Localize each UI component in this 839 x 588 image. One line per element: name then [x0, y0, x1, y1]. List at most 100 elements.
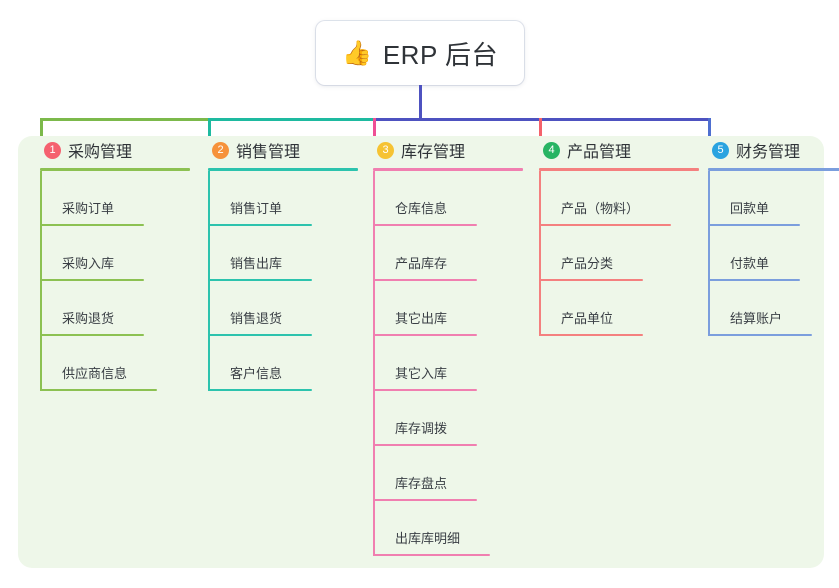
module-badge-4: 4	[543, 141, 560, 159]
submodule-label: 销售退货	[230, 311, 283, 326]
module-badge-2: 2	[212, 141, 229, 159]
modules-panel: 1 采购管理采购订单采购入库采购退货供应商信息 2 销售管理销售订单销售出库销售退货客…	[18, 136, 839, 568]
submodule-list-2: 销售订单销售出库销售退货客户信息	[208, 171, 358, 391]
submodule-item[interactable]: 产品分类	[539, 226, 699, 281]
module-header-1[interactable]: 1 采购管理	[40, 136, 190, 164]
module-column-4: 4 产品管理产品（物料） 产品分类产品单位	[539, 136, 699, 336]
submodule-rule	[539, 279, 643, 281]
submodule-item[interactable]: 产品库存	[373, 226, 523, 281]
submodule-rule	[373, 499, 477, 501]
submodule-label: 仓库信息	[395, 201, 448, 216]
submodule-rule	[373, 334, 477, 336]
submodule-rule	[208, 224, 312, 226]
submodule-rule	[208, 334, 312, 336]
submodule-label: 库存调拨	[395, 421, 448, 436]
root-node-content: 👍 ERP 后台	[342, 35, 498, 72]
connector-root-drop	[419, 85, 422, 121]
submodule-item[interactable]: 出库库明细	[373, 501, 523, 556]
submodule-item[interactable]: 产品单位	[539, 281, 699, 336]
connector-bar-right	[373, 118, 711, 121]
submodule-label: 产品（物料）	[561, 201, 640, 216]
submodule-list-3: 仓库信息产品库存其它出库其它入库库存调拨库存盘点出库库明细	[373, 171, 523, 556]
submodule-item[interactable]: 销售退货	[208, 281, 358, 336]
submodule-item[interactable]: 库存盘点	[373, 446, 523, 501]
submodule-spine-3	[373, 171, 375, 556]
submodule-item[interactable]: 库存调拨	[373, 391, 523, 446]
submodule-label: 出库库明细	[395, 531, 461, 546]
submodule-item[interactable]: 采购入库	[40, 226, 190, 281]
submodule-item[interactable]: 其它入库	[373, 336, 523, 391]
submodule-item[interactable]: 采购订单	[40, 171, 190, 226]
module-title-5: 财务管理	[736, 144, 801, 161]
module-title-1: 采购管理	[68, 144, 133, 161]
submodule-label: 回款单	[730, 201, 770, 216]
submodule-rule	[373, 279, 477, 281]
connector-bar-left	[40, 118, 211, 121]
thumbs-up-icon: 👍	[341, 40, 372, 67]
module-header-rule-5	[708, 168, 839, 171]
root-node-title: ERP 后台	[382, 39, 499, 70]
module-header-rule-1	[40, 168, 190, 171]
submodule-label: 采购退货	[62, 311, 115, 326]
submodule-rule	[373, 444, 477, 446]
submodule-label: 产品分类	[561, 256, 614, 271]
submodule-rule	[373, 554, 490, 556]
submodule-rule	[40, 334, 144, 336]
submodule-label: 采购入库	[62, 256, 115, 271]
submodule-rule	[539, 224, 671, 226]
submodule-item[interactable]: 其它出库	[373, 281, 523, 336]
submodule-rule	[708, 224, 800, 226]
submodule-item[interactable]: 结算账户	[708, 281, 839, 336]
submodule-item[interactable]: 销售出库	[208, 226, 358, 281]
submodule-rule	[208, 389, 312, 391]
submodule-label: 供应商信息	[62, 366, 128, 381]
submodule-item[interactable]: 供应商信息	[40, 336, 190, 391]
submodule-rule	[373, 224, 477, 226]
module-header-4[interactable]: 4 产品管理	[539, 136, 699, 164]
submodule-item[interactable]: 客户信息	[208, 336, 358, 391]
submodule-label: 产品单位	[561, 311, 614, 326]
module-column-2: 2 销售管理销售订单销售出库销售退货客户信息	[208, 136, 358, 391]
module-title-2: 销售管理	[236, 144, 301, 161]
submodule-rule	[539, 334, 643, 336]
submodule-list-1: 采购订单采购入库采购退货供应商信息	[40, 171, 190, 391]
submodule-label: 销售订单	[230, 201, 283, 216]
submodule-label: 其它入库	[395, 366, 448, 381]
submodule-spine-1	[40, 171, 42, 391]
module-header-rule-4	[539, 168, 699, 171]
submodule-rule	[40, 224, 144, 226]
submodule-label: 其它出库	[395, 311, 448, 326]
submodule-spine-5	[708, 171, 710, 336]
module-column-1: 1 采购管理采购订单采购入库采购退货供应商信息	[40, 136, 190, 391]
submodule-item[interactable]: 付款单	[708, 226, 839, 281]
submodule-label: 库存盘点	[395, 476, 448, 491]
submodule-rule	[708, 334, 812, 336]
submodule-label: 产品库存	[395, 256, 448, 271]
module-header-rule-3	[373, 168, 523, 171]
submodule-rule	[40, 389, 157, 391]
submodule-item[interactable]: 销售订单	[208, 171, 358, 226]
module-header-rule-2	[208, 168, 358, 171]
module-column-3: 3 库存管理仓库信息产品库存其它出库其它入库库存调拨库存盘点出库库明细	[373, 136, 523, 556]
submodule-label: 结算账户	[730, 311, 783, 326]
module-badge-1: 1	[44, 141, 61, 159]
submodule-label: 客户信息	[230, 366, 283, 381]
submodule-label: 销售出库	[230, 256, 283, 271]
submodule-item[interactable]: 产品（物料）	[539, 171, 699, 226]
connector-bar-mid	[208, 118, 376, 121]
module-badge-3: 3	[377, 141, 394, 159]
submodule-rule	[40, 279, 144, 281]
submodule-spine-4	[539, 171, 541, 336]
module-header-2[interactable]: 2 销售管理	[208, 136, 358, 164]
root-node-card[interactable]: 👍 ERP 后台	[316, 21, 524, 85]
submodule-item[interactable]: 回款单	[708, 171, 839, 226]
module-title-3: 库存管理	[401, 144, 466, 161]
submodule-item[interactable]: 仓库信息	[373, 171, 523, 226]
module-header-3[interactable]: 3 库存管理	[373, 136, 523, 164]
submodule-item[interactable]: 采购退货	[40, 281, 190, 336]
submodule-rule	[373, 389, 477, 391]
module-title-4: 产品管理	[567, 144, 632, 161]
submodule-spine-2	[208, 171, 210, 391]
